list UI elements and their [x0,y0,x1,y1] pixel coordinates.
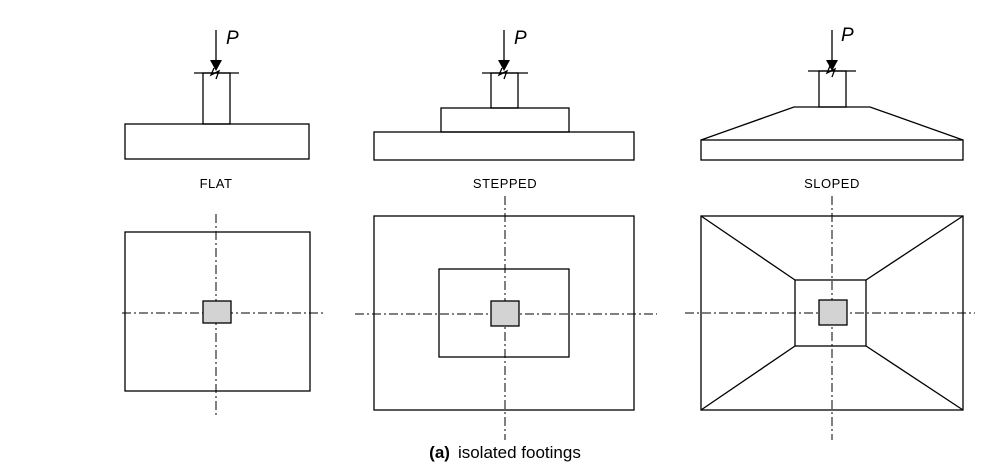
flat-label: FLAT [200,176,233,191]
footing-lower-outline [373,215,635,411]
footing-base [700,139,964,161]
slope-edge-top-left [700,215,796,281]
stepped-plan [355,196,657,440]
column-section [490,300,520,327]
load-label-stepped: P [514,28,527,49]
caption: (a) isolated footings [429,443,581,462]
caption-text: isolated footings [458,443,581,462]
slope-edge-top-right [865,215,964,281]
slope-edge-bottom-right [865,345,964,411]
flat-plan [122,214,323,417]
footing-outline [124,231,311,392]
column-section [202,300,232,324]
load-label-flat: P [226,28,239,49]
caption-tag: (a) [429,443,450,462]
footing-sloped-top [700,106,964,141]
column-section [818,299,848,326]
footing-lower-step [373,131,635,161]
footing-upper-step [440,107,570,133]
stepped-label: STEPPED [473,176,537,191]
column [202,72,231,125]
load-label-sloped: P [841,25,854,46]
load-arrow-head [498,60,510,71]
footing-upper-outline [438,268,570,358]
slope-edge-bottom-left [700,345,796,411]
stepped-elevation [373,30,635,161]
sloped-elevation [700,30,964,161]
sloped-label: SLOPED [804,176,860,191]
load-arrow-head [826,60,838,71]
load-arrow-head [210,60,222,71]
sloped-plan [685,196,975,440]
footing-slab [124,123,310,160]
flat-elevation [124,30,310,160]
